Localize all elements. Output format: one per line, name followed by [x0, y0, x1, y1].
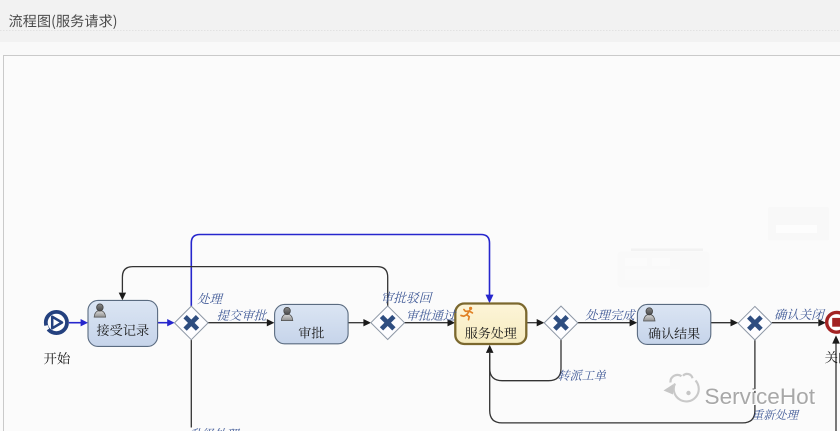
svg-text:ServiceHot: ServiceHot	[706, 385, 817, 410]
svg-text:ServiceHot: ServiceHot	[705, 384, 816, 409]
